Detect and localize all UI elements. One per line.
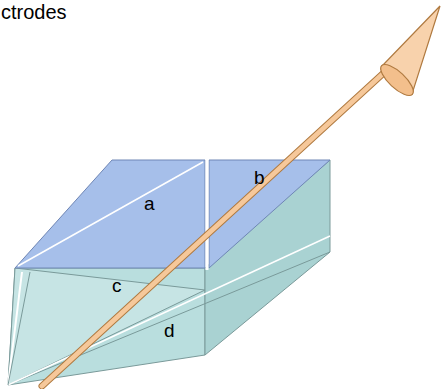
edge-line xyxy=(8,272,30,385)
side-face xyxy=(205,160,330,355)
electrode-label: b xyxy=(254,168,265,187)
electrode-label: a xyxy=(144,194,155,213)
gap-line xyxy=(8,272,22,385)
beam-rod-outline xyxy=(42,58,400,386)
gap-line xyxy=(18,162,203,266)
electrode-label: d xyxy=(164,321,175,340)
beam-rod xyxy=(42,58,400,386)
gap-line xyxy=(206,158,209,270)
cone-base xyxy=(376,60,418,100)
title-fragment: ctrodes xyxy=(1,2,67,22)
electrode-a-face xyxy=(15,160,205,268)
electrode-label: c xyxy=(112,276,122,295)
